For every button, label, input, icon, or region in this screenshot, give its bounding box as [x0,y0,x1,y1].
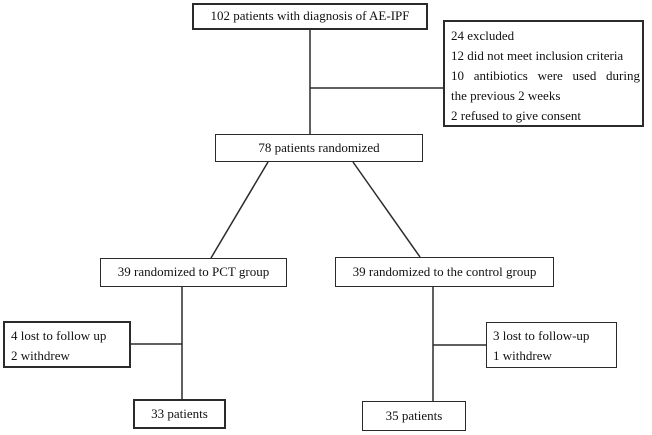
randomized-label: 78 patients randomized [258,139,380,155]
pct-group-label: 39 randomized to PCT group [117,264,270,280]
control-attrition-box: 3 lost to follow-up 1 withdrew [486,322,617,368]
control-completed-label: 35 patients [385,407,443,423]
connector-randomized-to-control [352,161,421,258]
pct-completed-box: 33 patients [133,399,226,429]
pct-attrition-line: 2 withdrew [11,348,70,363]
pct-attrition-line: 4 lost to follow up [11,328,107,343]
randomized-box: 78 patients randomized [215,134,423,162]
pct-attrition-box: 4 lost to follow up 2 withdrew [3,321,131,368]
excluded-line: 10 antibiotics were used during [451,68,640,83]
excluded-line: 12 did not meet inclusion criteria [451,48,624,63]
control-completed-box: 35 patients [362,401,466,431]
control-attrition-line: 1 withdrew [493,348,552,363]
control-attrition-line: 3 lost to follow-up [493,328,590,343]
control-group-box: 39 randomized to the control group [335,257,554,287]
excluded-line: 24 excluded [451,28,515,43]
enrolled-box: 102 patients with diagnosis of AE-IPF [192,3,428,30]
excluded-box: 24 excluded 12 did not meet inclusion cr… [443,20,644,127]
control-group-label: 39 randomized to the control group [352,263,537,279]
pct-group-box: 39 randomized to PCT group [100,258,287,287]
excluded-line: 2 refused to give consent [451,108,581,123]
pct-completed-label: 33 patients [151,405,208,421]
connector-randomized-to-pct [210,161,269,259]
excluded-line: the previous 2 weeks [451,88,561,103]
enrolled-label: 102 patients with diagnosis of AE-IPF [210,8,410,24]
